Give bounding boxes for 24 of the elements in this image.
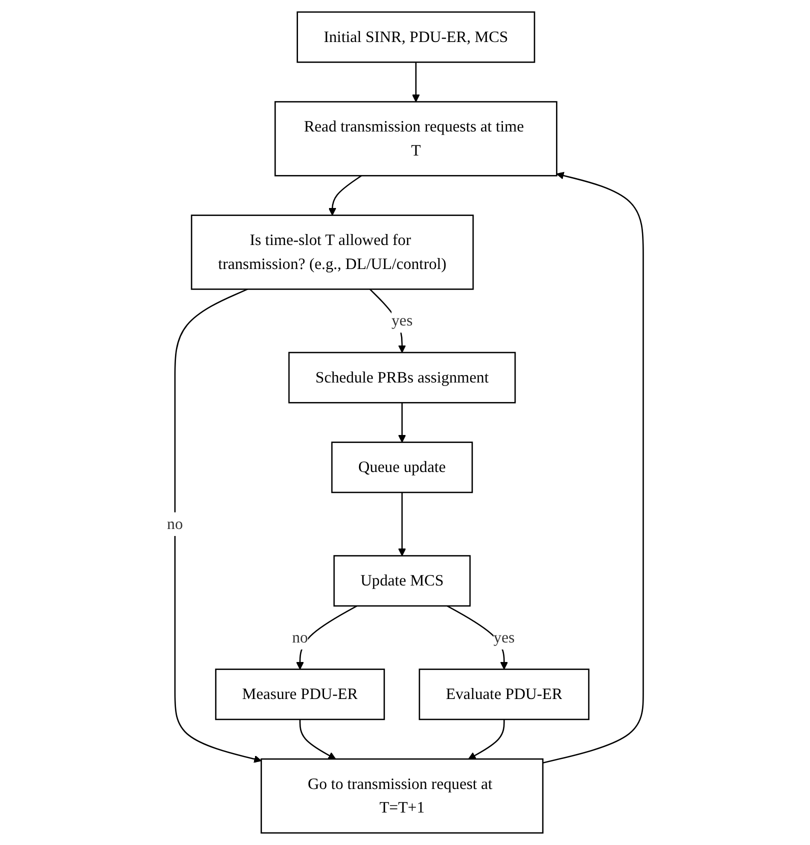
edge-label: no [166, 514, 183, 532]
arrow [542, 172, 644, 764]
arrow [174, 288, 262, 763]
edge-label: no [292, 628, 308, 646]
edge-label: yes [391, 312, 412, 330]
arrow [398, 402, 406, 443]
arrow [412, 62, 420, 102]
node-box: Update MCS [333, 555, 471, 607]
arrow [468, 719, 505, 760]
arrow [398, 492, 406, 556]
node-box: Measure PDU-ER [214, 668, 385, 720]
arrow [446, 605, 508, 670]
arrow [299, 719, 336, 760]
node-box: Schedule PRBs assignment [288, 352, 516, 404]
node-box: Initial SINR, PDU-ER, MCS [296, 11, 535, 63]
edge-label: yes [493, 628, 515, 646]
node-box: Go to transmission request at T=T+1 [260, 758, 544, 834]
node-box: Is time-slot T allowed for transmission? (e.g., DL/UL/control) [190, 214, 474, 290]
arrow [296, 605, 358, 670]
node-box: Evaluate PDU-ER [418, 668, 590, 720]
arrow [328, 175, 362, 216]
arrow [369, 288, 406, 353]
node-box: Queue update [331, 442, 473, 494]
node-box: Read transmission requests at time T [274, 101, 558, 176]
